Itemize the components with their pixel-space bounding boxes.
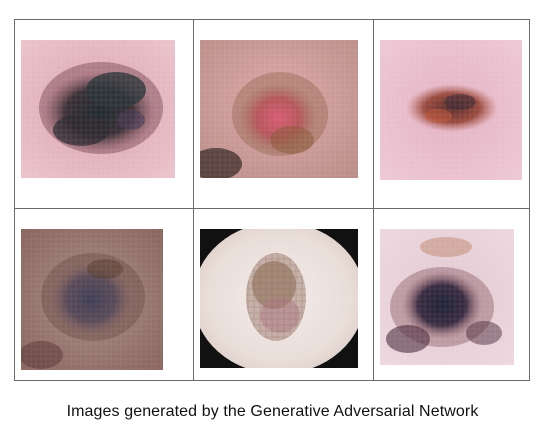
generated-image-5 — [200, 229, 358, 368]
generated-image-2 — [200, 40, 358, 178]
generated-image-3 — [380, 40, 522, 180]
grid-line-col2 — [373, 19, 374, 381]
grid-line-col1 — [193, 19, 194, 381]
generated-image-4 — [21, 229, 163, 370]
grid-line-top — [14, 19, 530, 20]
grid-line-middle — [14, 208, 530, 209]
figure-caption: Images generated by the Generative Adver… — [66, 403, 479, 420]
generated-image-6 — [380, 229, 514, 365]
grid-line-left — [14, 19, 15, 381]
grid-line-bottom — [14, 380, 530, 381]
grid-line-right — [529, 19, 530, 381]
generated-image-1 — [21, 40, 175, 178]
image-grid — [14, 19, 530, 381]
